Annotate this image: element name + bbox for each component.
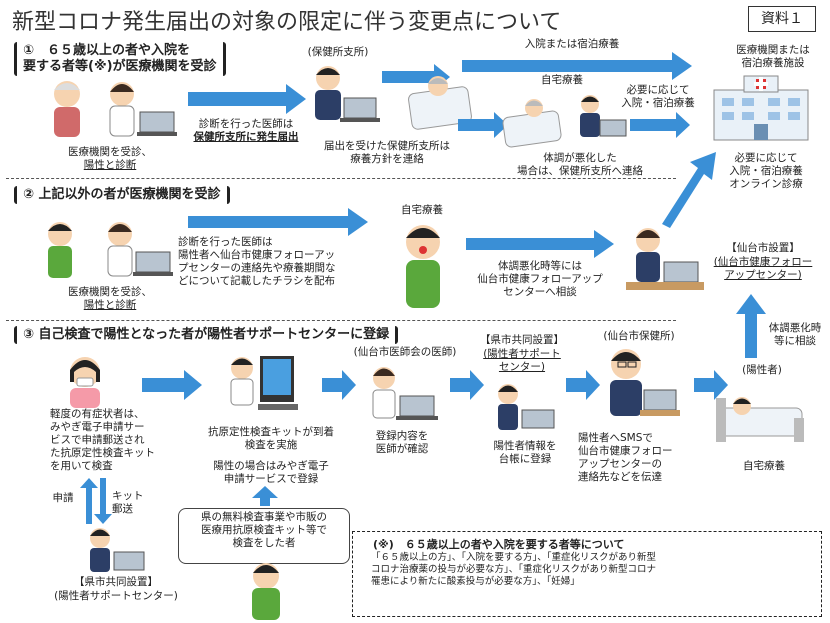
hospital-building-icon: [713, 75, 809, 141]
s1-arrow-to-home: [458, 112, 508, 138]
s1-top-arrow-label: 入院または宿泊療養: [524, 38, 620, 50]
s3-arrow-up-register: [252, 486, 278, 506]
antigen-test-kit-icon: [230, 356, 298, 410]
s2-caption-a: 医療機関を受診、: [68, 286, 152, 298]
page-title: 新型コロナ発生届出の対象の限定に伴う変更点について: [12, 10, 562, 35]
s3-med-check: 登録内容を 医師が確認: [375, 430, 429, 455]
s3-support-staff-icon: [90, 528, 145, 572]
s2-doctor-note: 診断を行った医師は 陽性者へ仙台市健康フォローアッ プセンターの連絡先や療養期間…: [178, 236, 336, 287]
s2-center-label-b: (仙台市健康フォロー アップセンター): [713, 256, 813, 281]
s1-doctor-note-b: 保健所支所に発生届出: [193, 131, 299, 143]
s3-sms-note: 陽性者へSMSで 仙台市健康フォロー アップセンターの 連絡先などを伝達: [578, 432, 673, 483]
patient-doctor-illustration: [54, 81, 177, 137]
s1-doctor-note-a: 診断を行った医師は: [198, 118, 294, 130]
divider-1: [6, 178, 676, 179]
section2-heading: ② 上記以外の者が医療機関を受診: [14, 186, 230, 204]
follow-up-center-staff-icon: [626, 228, 704, 290]
s3-support-label-b: (陽性者サポートセンター): [54, 590, 178, 602]
s2-arrow-to-patient: [188, 208, 368, 236]
s3-kit-send-label: キット 郵送: [112, 490, 144, 515]
s3-apply-send-arrows: [80, 478, 112, 524]
patient-in-bed-icon: [408, 76, 472, 130]
note-box: (※) ６５歳以上の者や入院を要する者等について 「６５歳以上の方」、「入院を要…: [352, 531, 822, 617]
s3-arrow-to-positive: [694, 370, 728, 400]
s1-home-label: 自宅療養: [541, 74, 583, 86]
home-care-icon: [502, 95, 627, 148]
s3-positive-label: (陽性者): [742, 364, 782, 376]
s3-arrow-up-to-center: [736, 294, 766, 358]
s3-register-note: 陽性の場合はみやぎ電子 申請サービスで登録: [213, 460, 329, 485]
s1-arrow-to-bed: [382, 64, 450, 90]
s3-joint-staff-icon: [498, 384, 555, 430]
s1-arrow-hospitalization: [462, 52, 692, 80]
s3-free-test-box: 県の無料検査事業や市販の 医療用抗原検査キット等で 検査をした者: [178, 508, 350, 564]
health-center-staff-icon: [315, 66, 380, 122]
s3-city-hc-staff-icon: [610, 349, 680, 416]
s1-hc-label: (保健所支所): [307, 46, 369, 58]
note-heading: (※) ６５歳以上の者や入院を要する者等について: [373, 538, 625, 551]
s3-ledger-note: 陽性者情報を 台帳に登録: [493, 440, 557, 465]
s3-joint-label-b: (陽性者サポート センター): [483, 348, 561, 373]
s3-tester-icon: [252, 563, 280, 620]
s3-support-label-a: 【県市共同設置】: [74, 576, 158, 588]
document-badge: 資料１: [748, 6, 816, 32]
s1-patient-caption-a: 医療機関を受診、: [68, 146, 152, 158]
section1-heading: ① ６５歳以上の者や入院を 要する者等(※)が医療機関を受診: [14, 42, 226, 76]
section3-heading: ③ 自己検査で陽性となった者が陽性者サポートセンターに登録: [14, 326, 399, 344]
s3-arrow-to-assoc: [322, 370, 356, 400]
s1-as-needed: 必要に応じて 入院・宿泊療養: [621, 84, 695, 109]
s3-apply-label: 申請: [52, 492, 74, 504]
s3-arrow-to-kit: [142, 370, 202, 400]
s1-arrow-to-hc: [188, 84, 306, 114]
s1-online-label: 必要に応じて 入院・宿泊療養 オンライン診療: [729, 152, 803, 190]
s3-arrow-to-city-hc: [566, 370, 600, 400]
s2-caption-b: 陽性と診断: [83, 299, 137, 311]
note-body: 「６５歳以上の方」、「入院を要する方」、「重症化リスクがあり新型 コロナ治療薬の…: [371, 552, 657, 587]
s3-city-hc-label: (仙台市保健所): [603, 330, 675, 342]
s3-med-doctor-icon: [372, 367, 438, 420]
s2-home-label: 自宅療養: [401, 204, 443, 216]
s3-patient-bed-icon: [716, 397, 804, 442]
s2-center-label-a: 【仙台市設置】: [726, 242, 800, 254]
s3-arrow-to-joint: [450, 370, 484, 400]
divider-2: [6, 320, 676, 321]
s3-joint-label-a: 【県市共同設置】: [480, 334, 564, 346]
s3-self-note: 軽度の有症状者は、 みやぎ電子申請サー ビスで申請郵送され た抗原定性検査キット…: [50, 408, 155, 472]
hospital-label: 医療機関または 宿泊療養施設: [736, 44, 810, 69]
s2-worse-note: 体調悪化時等には 仙台市健康フォローアップ センターへ相談: [477, 260, 603, 298]
s2-patient-icon: [406, 225, 440, 308]
s3-consult-label: 体調悪化時 等に相談: [768, 322, 822, 347]
s3-mild-patient-icon: [70, 357, 100, 408]
s1-worse-note: 体調が悪化した 場合は、保健所支所へ連絡: [517, 152, 643, 177]
s3-home-label: 自宅療養: [743, 460, 785, 472]
s1-arrow-home-to-hospital: [630, 112, 690, 138]
s1-hc-caption: 届出を受けた保健所支所は 療養方針を連絡: [324, 140, 450, 165]
s1-patient-caption-b: 陽性と診断: [83, 159, 137, 171]
s2-arrow-to-center: [466, 230, 614, 258]
s2-patient-doctor-illustration: [48, 222, 173, 278]
s3-med-assoc-label: (仙台市医師会の医師): [353, 346, 457, 358]
s3-kit-note: 抗原定性検査キットが到着 検査を実施: [208, 426, 334, 451]
s2-arrow-to-hospital: [662, 152, 716, 228]
